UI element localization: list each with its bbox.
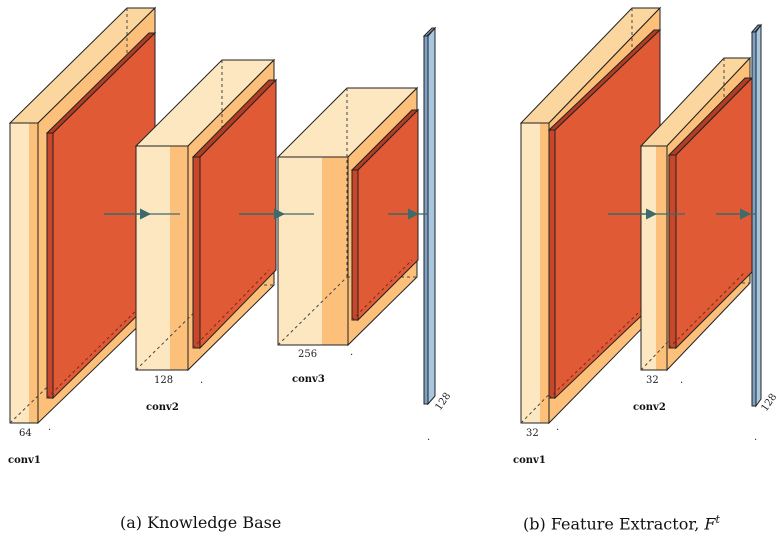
- svg-text:.: .: [427, 432, 430, 443]
- svg-text:.: .: [350, 347, 353, 358]
- output-size-label-b: 128: [759, 392, 777, 414]
- conv2-size-label: 128: [154, 375, 173, 386]
- output-fc-a: [422, 26, 437, 406]
- conv2-name-label-b: conv2: [633, 402, 666, 413]
- svg-text:.: .: [48, 422, 51, 433]
- caption-symbol: F: [704, 514, 716, 534]
- panel-a: 64 . conv1 128 . conv2 256 . conv3 128 .: [8, 6, 453, 466]
- svg-text:.: .: [556, 422, 559, 433]
- conv1-name-label: conv1: [8, 455, 41, 466]
- output-size-label-a: 128: [433, 391, 453, 413]
- svg-text:.: .: [200, 375, 203, 386]
- conv1-size-label-b: 32: [526, 428, 539, 439]
- conv2-name-label: conv2: [146, 402, 179, 413]
- conv2-relu-b: [667, 76, 754, 350]
- conv3-size-label: 256: [298, 349, 317, 360]
- conv2-size-label-b: 32: [646, 375, 659, 386]
- conv3-name-label: conv3: [292, 374, 325, 385]
- svg-text:.: .: [754, 432, 757, 443]
- caption-a: (a) Knowledge Base: [120, 513, 282, 532]
- conv3-relu: [350, 108, 420, 322]
- panel-b: 32 . conv1 32 . conv2 128 .: [513, 6, 777, 466]
- conv1-relu-b: [547, 28, 662, 400]
- caption-b: (b) Feature Extractor, Ft: [523, 513, 720, 534]
- svg-text:.: .: [680, 375, 683, 386]
- conv1-name-label-b: conv1: [513, 455, 546, 466]
- conv2-relu: [191, 78, 278, 350]
- conv1-relu: [45, 31, 157, 400]
- caption-superscript: t: [715, 513, 720, 526]
- conv1-size-label: 64: [19, 428, 32, 439]
- output-fc-b: [750, 23, 763, 408]
